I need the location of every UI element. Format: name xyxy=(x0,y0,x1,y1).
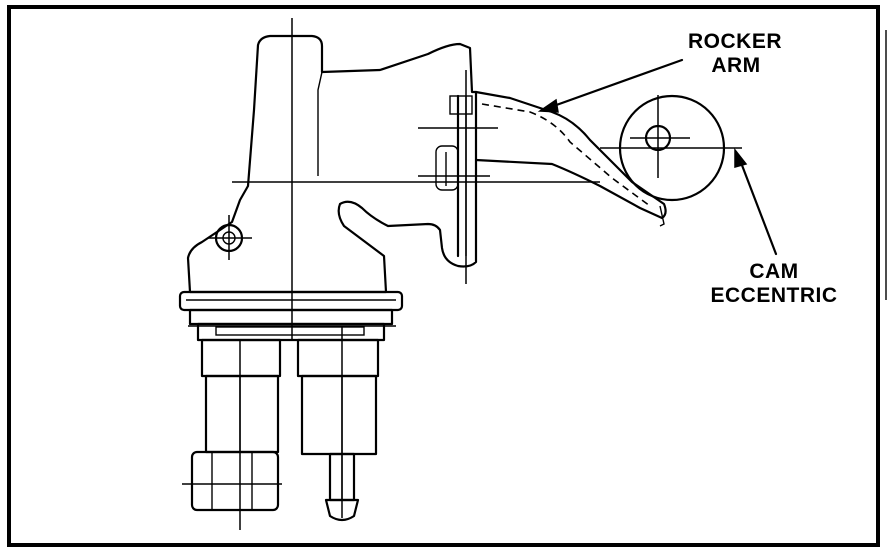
diaphragm-flange xyxy=(178,290,404,342)
pump-body xyxy=(186,34,478,294)
cam-eccentric-leader xyxy=(734,147,778,256)
cam-eccentric-label-line2: ECCENTRIC xyxy=(710,284,837,307)
flange-boss-lower xyxy=(435,145,459,191)
center-lines xyxy=(182,18,600,530)
rocker-arm-label-line2: ARM xyxy=(711,54,760,77)
flange-boss-upper xyxy=(449,95,473,115)
outer-frame xyxy=(7,5,880,547)
rocker-arm-label-line1: ROCKER xyxy=(688,30,782,53)
rocker-arm xyxy=(474,90,667,227)
outlet-fitting xyxy=(296,338,380,522)
mounting-screw xyxy=(208,215,252,260)
cam-eccentric-label-line1: CAM xyxy=(749,260,798,283)
cam-eccentric xyxy=(600,94,742,202)
rocker-arm-leader xyxy=(537,58,684,113)
